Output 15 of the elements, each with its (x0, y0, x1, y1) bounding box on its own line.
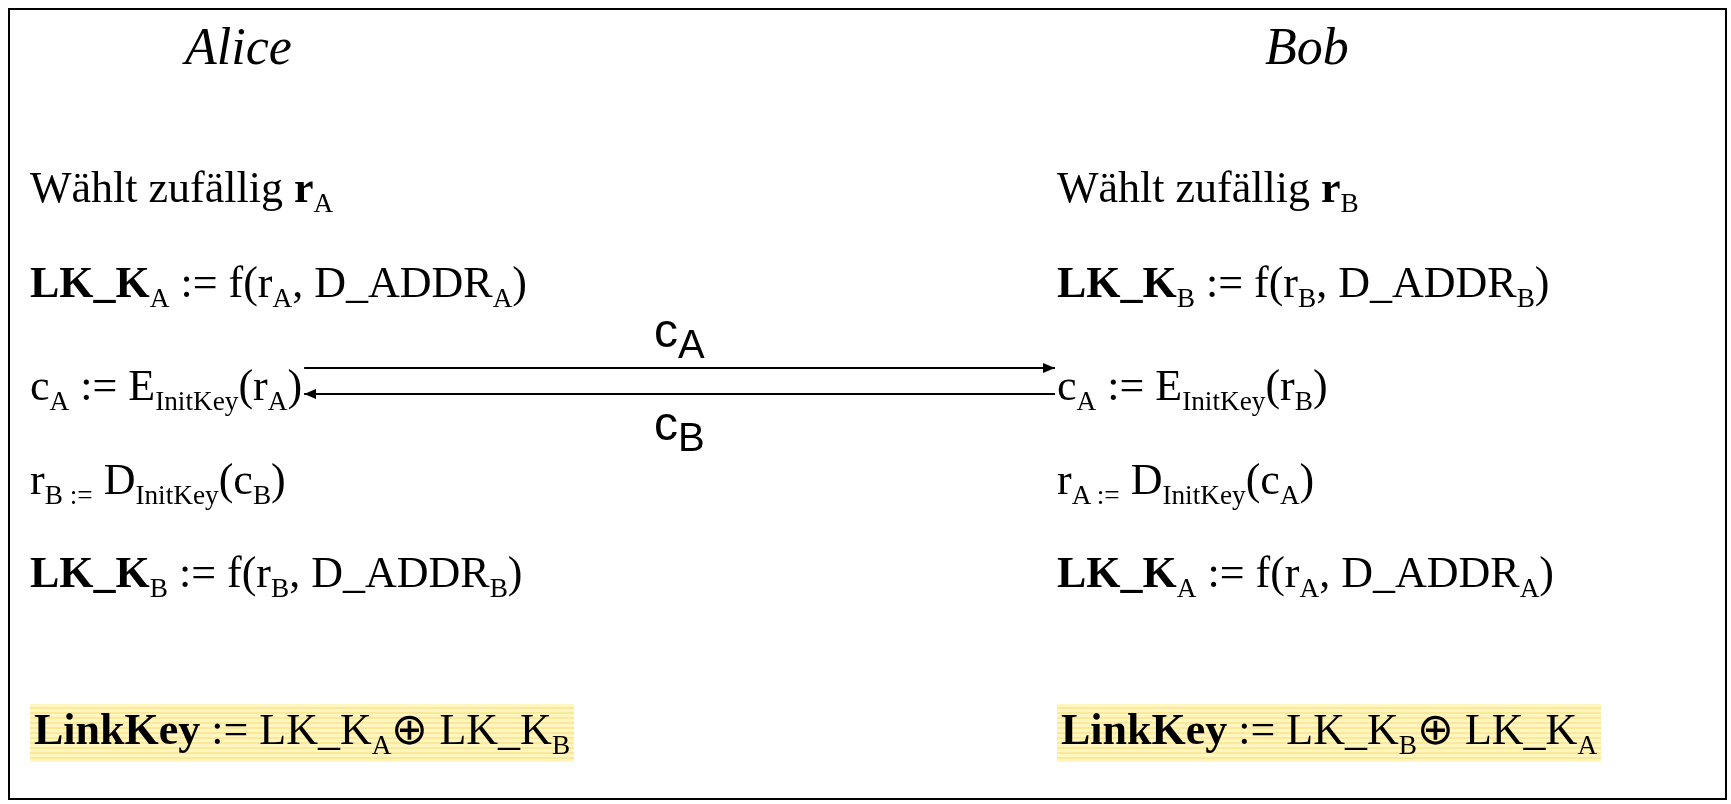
party-name: Bob (1265, 18, 1349, 76)
formula-text: Wählt zufällig r$_{A}$ (30, 164, 334, 218)
formula-text: LK_K$_{A}$ := f(r$_{A}$, D_ADDR$_{A}$) (30, 259, 527, 313)
formula-text: LK_K$_{A}$ := f(r$_{A}$, D_ADDR$_{A}$) (1057, 549, 1554, 603)
formula-text: r$_{B :=}$ D$_{InitKey}$(c$_{B}$) (30, 456, 286, 510)
arrow (303, 389, 1056, 399)
formula-text: LK_K$_{B}$ := f(r$_{B}$, D_ADDR$_{B}$) (1057, 259, 1550, 313)
highlighted-formula: LinkKey := LK_K$_{A}$⊕ LK_K$_{B}$ (30, 704, 575, 762)
formula-text: r$_{A :=}$ D$_{InitKey}$(c$_{A}$) (1057, 456, 1315, 510)
formula-text: LK_K$_{B}$ := f(r$_{B}$, D_ADDR$_{B}$) (30, 549, 523, 603)
arrow (303, 363, 1056, 373)
formula-text: c$_{A}$ := E$_{InitKey}$(r$_{A}$) (30, 362, 303, 416)
formula-text: Wählt zufällig r$_{B}$ (1057, 164, 1359, 218)
highlighted-formula: LinkKey := LK_K$_{B}$⊕ LK_K$_{A}$ (1057, 704, 1602, 762)
formula-text: c$_{A}$ := E$_{InitKey}$(r$_{B}$) (1057, 362, 1328, 416)
